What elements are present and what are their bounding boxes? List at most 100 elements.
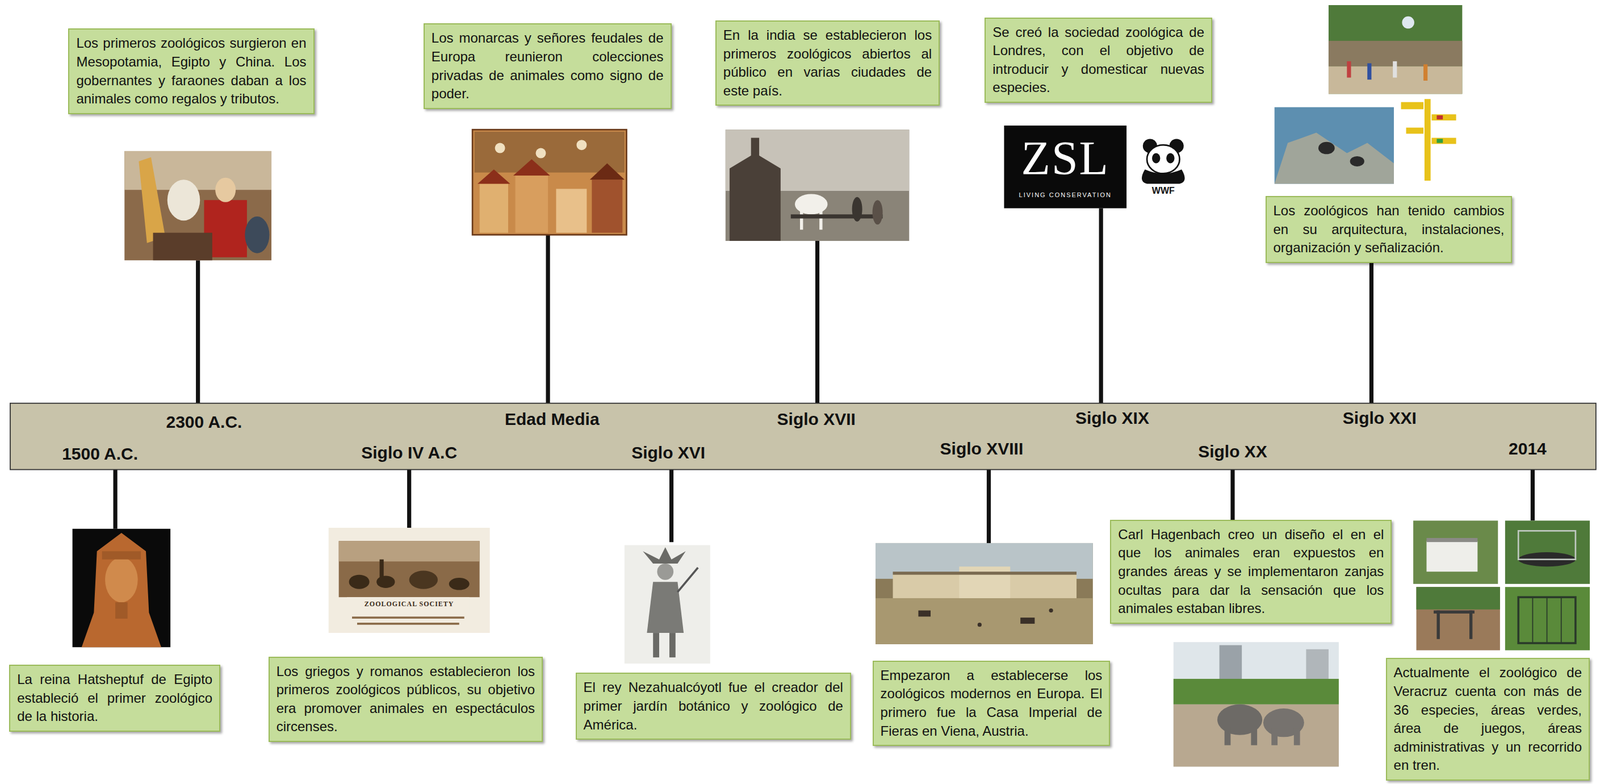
signpost-photo [1396, 97, 1463, 184]
photo [1416, 586, 1501, 650]
exhibit-photo [1274, 107, 1394, 184]
event-text: Se creó la sociedad zoológica de Londres… [992, 23, 1205, 98]
leader-line [407, 468, 412, 529]
zsl-logo [1003, 125, 1127, 209]
event-text: En la india se establecieron los primero… [723, 26, 932, 101]
logo-text: WWF [1152, 185, 1175, 196]
sign-pole [1424, 98, 1431, 181]
photo-ground [875, 542, 1093, 644]
photo-ground [1396, 97, 1463, 184]
play-post [1436, 610, 1440, 639]
sign-icon [1436, 115, 1443, 120]
carriage [1020, 617, 1035, 624]
figure [1049, 608, 1054, 613]
statue-headdress [81, 532, 162, 647]
event-box: Carl Hagenbach creo un diseño el en el q… [1110, 519, 1392, 624]
date-label: Siglo XVII [777, 408, 856, 428]
palace-roof [893, 571, 1077, 575]
figure [153, 232, 213, 261]
print-image [328, 527, 490, 633]
elephant-leg [1250, 726, 1258, 745]
figure [535, 148, 547, 159]
building [479, 183, 509, 233]
leader-line [1099, 208, 1104, 405]
sign-icon [1436, 138, 1443, 143]
figure [576, 139, 587, 150]
photo-ground [1173, 641, 1339, 766]
figure [244, 216, 270, 254]
date-label: Siglo XX [1198, 441, 1268, 461]
event-text: La reina Hatsheptuf de Egipto estableció… [17, 669, 213, 726]
person [1392, 61, 1397, 78]
date-label: 1500 A.C. [61, 443, 138, 463]
giraffe-neck [138, 157, 166, 244]
print-title: ZOOLOGICAL SOCIETY [364, 600, 455, 608]
panda-logo [1141, 138, 1185, 184]
print-line [357, 622, 460, 625]
print-title-strip [346, 596, 470, 611]
play-post [1469, 610, 1473, 639]
person [1367, 63, 1372, 80]
figure-body [646, 581, 684, 633]
date-label: Siglo IV A.C [361, 442, 458, 462]
elephant-leg [1224, 726, 1231, 745]
figure [872, 199, 883, 225]
animal [349, 574, 370, 589]
courtyard [474, 131, 625, 173]
date-label: 2014 [1508, 438, 1547, 458]
medieval-image [472, 129, 627, 235]
animal [449, 577, 470, 590]
photo [1505, 520, 1590, 584]
veracruz-photos [1413, 520, 1590, 650]
painting-image [124, 151, 272, 261]
event-box: Se creó la sociedad zoológica de Londres… [984, 17, 1213, 104]
figure-leg [652, 632, 660, 657]
event-box: Los zoológicos han tenido cambios en su … [1265, 195, 1513, 263]
leader-line [1530, 468, 1535, 521]
image-ground [725, 129, 910, 241]
photo-ground [624, 545, 711, 664]
panda-head [1146, 144, 1180, 174]
event-text: Los monarcas y señores feudales de Europ… [431, 28, 664, 104]
building [1426, 540, 1478, 572]
elephant [409, 570, 438, 589]
statue-beard [115, 601, 128, 619]
event-box: Los monarcas y señores feudales de Europ… [423, 23, 672, 110]
zoo-photo [1328, 5, 1463, 94]
trampoline-net [1518, 530, 1576, 559]
cage-bar [1560, 596, 1562, 643]
panda-eye [1152, 153, 1160, 164]
event-text: Los primeros zoológicos surgieron en Mes… [76, 34, 307, 109]
date-label: Siglo XVI [631, 442, 706, 462]
statue-image [72, 528, 171, 647]
camel-leg [800, 208, 803, 230]
sign [1431, 137, 1456, 145]
figure [977, 622, 982, 627]
sign [1401, 16, 1415, 29]
enclosure [1173, 704, 1339, 767]
figure-face [215, 177, 236, 203]
event-box: Empezaron a establecerse los zoológicos … [872, 660, 1111, 747]
figure [852, 197, 863, 222]
image-ground [472, 129, 627, 235]
king-image [624, 545, 711, 664]
image-ground [124, 151, 272, 261]
roof [477, 169, 511, 184]
trees [1416, 586, 1501, 610]
elephant-photo [1173, 641, 1339, 766]
event-box: El rey Nezahualcóyotl fue el creador del… [575, 672, 852, 740]
cage-bar [1546, 596, 1548, 643]
event-box: La reina Hatsheptuf de Egipto estableció… [9, 664, 221, 732]
tower [751, 137, 760, 157]
statue-face [105, 556, 138, 602]
panda-eye [1166, 153, 1175, 164]
figure-arm [677, 567, 698, 592]
courtyard [875, 597, 1093, 644]
cage [1518, 596, 1576, 643]
figure-head [656, 563, 674, 580]
figure-headdress [642, 546, 686, 564]
figure-leg [669, 632, 676, 657]
date-label: 2300 A.C. [165, 412, 242, 431]
